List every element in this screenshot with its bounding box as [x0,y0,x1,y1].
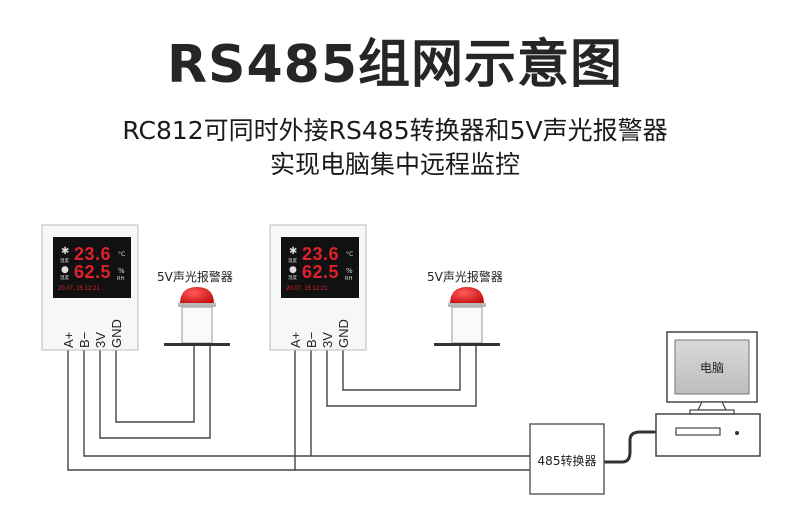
alarm-collar [448,303,486,307]
thermometer-icon: ✱ [61,246,69,257]
drive-slot [675,427,721,436]
converter-label: 485转换器 [538,453,597,468]
terminal-labels: A+ B− 3V GND [288,319,351,348]
wire-d1-gnd [115,345,195,423]
alarm-base [434,343,500,346]
terminal-b: B− [304,332,319,348]
terminal-gnd: GND [336,319,351,348]
temp-value: 23.6 [302,244,339,264]
power-led-icon [735,431,739,435]
computer: 电脑 [655,331,761,457]
monitor-stand [697,401,727,411]
alarm-2: 5V声光报警器 [427,269,503,346]
alarm-body [181,306,213,344]
device-1: ✱ 温度 23.6 °C ● 湿度 62.5 % RH 20.07. 15 12… [41,224,139,351]
device-display [53,237,131,298]
hum-unit: % [346,267,353,275]
terminal-b: B− [77,332,92,348]
alarm-collar [178,303,216,307]
temp-label: 温度 [288,257,297,264]
temp-label: 温度 [60,257,69,264]
terminal-gnd: GND [109,319,124,348]
monitor-screen [674,339,750,395]
terminal-labels: A+ B− 3V GND [61,319,124,348]
alarm-label: 5V声光报警器 [157,269,233,284]
temp-value: 23.6 [74,244,111,264]
terminal-3v: 3V [320,332,335,348]
droplet-icon: ● [289,265,297,275]
device-2: ✱ 温度 23.6 °C ● 湿度 62.5 % RH 20.07. 15 12… [269,224,367,351]
temp-unit: °C [118,251,125,258]
temp-unit: °C [346,251,353,258]
alarm-label: 5V声光报警器 [427,269,503,284]
wire-d1-3v [99,345,211,439]
subtitle: RC812可同时外接RS485转换器和5V声光报警器 实现电脑集中远程监控 [0,114,790,182]
alarm-dome [180,287,214,304]
date-time-row: 20.07. 15 12:21 [58,286,100,292]
alarm-1: 5V声光报警器 [157,269,233,346]
hum-unit-sub: RH [117,276,124,282]
hum-unit-sub: RH [345,276,352,282]
hum-value: 62.5 [302,262,339,282]
wire-d2-3v [326,345,477,407]
converter-485: 485转换器 [529,423,605,495]
subtitle-line-2: 实现电脑集中远程监控 [269,150,520,179]
date-time-row: 20.07. 15 12:21 [286,286,328,292]
terminal-a: A+ [61,332,76,348]
wire-d2-gnd [342,345,461,391]
hum-value: 62.5 [74,262,111,282]
wiring [67,345,530,471]
droplet-icon: ● [61,265,69,275]
subtitle-line-1: RC812可同时外接RS485转换器和5V声光报警器 [122,116,668,145]
wire-d1-a [67,350,530,471]
hum-label: 湿度 [288,274,297,281]
device-display [281,237,359,298]
page-title: RS485组网示意图 [166,35,624,95]
alarm-base [164,343,230,346]
wire-d1-b [83,350,530,457]
alarm-dome [450,287,484,304]
converter-box [529,423,605,495]
hum-label: 湿度 [60,274,69,281]
terminal-a: A+ [288,332,303,348]
hum-unit: % [118,267,125,275]
alarm-body [451,306,483,344]
computer-label: 电脑 [700,361,724,375]
thermometer-icon: ✱ [289,246,297,257]
terminal-3v: 3V [93,332,108,348]
wire-usb [604,430,660,464]
